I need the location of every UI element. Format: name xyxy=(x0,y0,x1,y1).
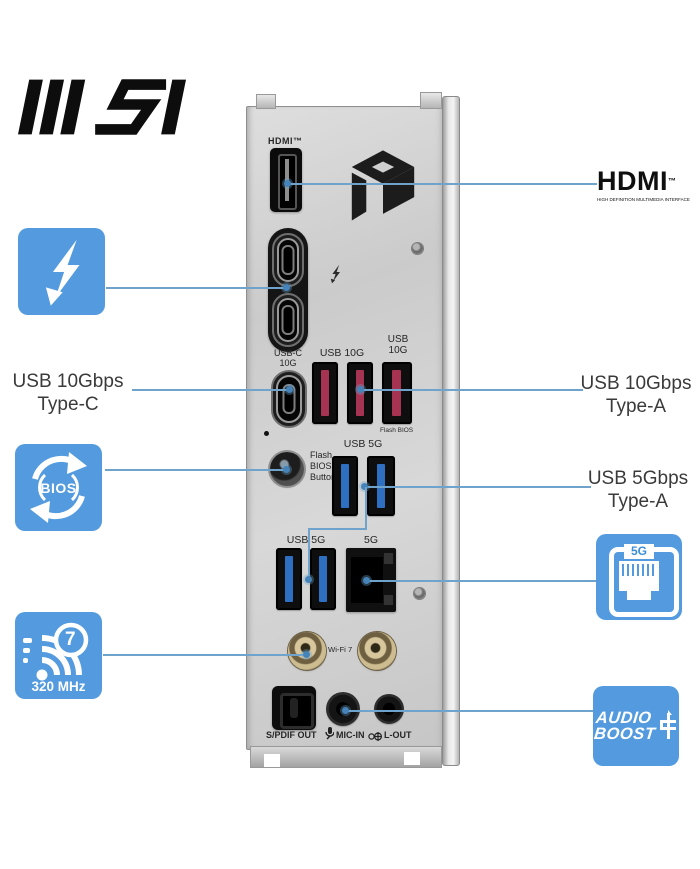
callout-dot-usb5g-lower xyxy=(305,576,312,583)
callout-line-hdmi xyxy=(290,183,597,185)
shield-bottom-notch xyxy=(404,752,420,765)
audio-boost-icon: AUDIO BOOST xyxy=(593,686,679,766)
callout-line-usb5g-typea xyxy=(366,486,591,488)
callout-line-audio xyxy=(347,710,593,712)
spdif-label: S/PDIF OUT xyxy=(266,730,317,740)
callout-dot-lan xyxy=(363,577,370,584)
vent-hole xyxy=(264,431,269,436)
msi-logo-graphic xyxy=(18,79,186,135)
usb-10g-flash-bios-port xyxy=(382,362,412,424)
hdmi-tm: ™ xyxy=(668,176,676,186)
usb-10g-pair-label: USB 10G xyxy=(319,347,365,359)
flash-bios-port-tag: Flash BIOS xyxy=(380,426,414,434)
screw xyxy=(414,588,425,599)
callout-line-usb5g-branch-v1 xyxy=(365,487,367,529)
usb-10g-port-2 xyxy=(347,362,373,424)
callout-dot-thunderbolt xyxy=(283,284,290,291)
hdmi-logo: HDMI™ HIGH DEFINITION MULTIMEDIA INTERFA… xyxy=(597,166,697,207)
audio-boost-wordmark: AUDIO BOOST xyxy=(593,709,657,743)
io-shield-side-rail xyxy=(442,96,460,766)
callout-dot-audio xyxy=(342,707,349,714)
callout-dot-wifi xyxy=(303,651,310,658)
lan-icon-clip xyxy=(627,591,651,600)
callout-line-usb5g-branch-v2 xyxy=(308,529,310,579)
wifi7-number: 7 xyxy=(65,629,76,650)
mic-icon xyxy=(324,726,335,745)
callout-usb10-typec: USB 10Gbps Type-C xyxy=(12,371,124,415)
shield-top-tab xyxy=(420,92,442,109)
callout-dot-usb10g-typea xyxy=(357,386,364,393)
wifi7-band: 320 MHz xyxy=(31,679,86,694)
thunderbolt-port-recess xyxy=(268,228,308,352)
callout-usb10-typea: USB 10Gbps Type-A xyxy=(580,373,692,417)
lan-icon-pins xyxy=(622,564,656,576)
msi-logo xyxy=(18,72,186,142)
thunderbolt-usbc-port-2 xyxy=(272,293,304,347)
io-shield-plate xyxy=(246,106,444,750)
shield-bottom-edge xyxy=(250,746,442,768)
usb-5g-port-4 xyxy=(310,548,336,610)
callout-dot-bios xyxy=(283,466,290,473)
lan-5g-icon: 5G xyxy=(596,534,682,620)
callout-line-wifi xyxy=(103,654,305,656)
callout-line-usb10g-typea xyxy=(361,389,583,391)
callout-line-thunderbolt xyxy=(106,287,286,289)
hdmi-subtitle: HIGH DEFINITION MULTIMEDIA INTERFACE xyxy=(597,197,690,202)
callout-dot-hdmi xyxy=(284,180,291,187)
usb-10g-port-1 xyxy=(312,362,338,424)
callout-line-bios xyxy=(105,469,286,471)
callout-dot-usbc-10g xyxy=(286,386,293,393)
spdif-port xyxy=(272,686,316,730)
usb-5g-port-3 xyxy=(276,548,302,610)
io-panel: HDMI™ xyxy=(244,92,460,774)
usb-5g-upper-label: USB 5G xyxy=(343,438,383,450)
mic-label: MIC-IN xyxy=(336,730,365,740)
flash-bios-button-label: Flash BIOS Button xyxy=(310,450,337,482)
wifi7-icon: 7 320 MHz xyxy=(15,612,102,699)
usb-5g-port-1 xyxy=(332,456,358,516)
lan-port-tab xyxy=(384,553,393,564)
lan-icon-jack xyxy=(619,561,659,591)
bios-flashback-icon: BIOS xyxy=(15,444,102,531)
callout-dot-usb5g-typea xyxy=(361,483,368,490)
headphone-icon xyxy=(368,729,383,747)
callout-line-usbc-10g xyxy=(132,389,289,391)
wifi-label: Wi-Fi 7 xyxy=(328,645,353,654)
lan-port-label: 5G xyxy=(363,534,378,546)
msi-emblem xyxy=(344,148,422,229)
callout-line-lan xyxy=(368,580,596,582)
lan-port-tab xyxy=(384,595,393,605)
screw xyxy=(412,243,423,254)
thunderbolt-usbc-port-1 xyxy=(272,233,304,287)
shield-top-tab xyxy=(256,94,276,109)
shield-bottom-notch xyxy=(264,754,280,767)
hdmi-wordmark: HDMI xyxy=(597,166,668,196)
usbc-10g-port xyxy=(271,370,307,428)
line-out-jack xyxy=(374,694,404,724)
spdif-slot xyxy=(290,698,298,718)
bios-icon-label: BIOS xyxy=(40,479,77,496)
hdmi-port-label: HDMI™ xyxy=(268,136,303,146)
usbc-10g-label: USB-C 10G xyxy=(273,348,302,368)
usb-10g-single-label: USB 10G xyxy=(387,334,409,356)
wifi-antenna-connector-2 xyxy=(358,632,396,670)
lan-icon-label: 5G xyxy=(624,544,654,559)
lineout-label: L-OUT xyxy=(384,730,412,740)
usb-5g-lower-label: USB 5G xyxy=(286,534,326,546)
callout-usb5-typea: USB 5Gbps Type-A xyxy=(587,468,689,512)
callout-line-usb5g-branch-h xyxy=(308,528,367,530)
audio-boost-5-glyph xyxy=(660,710,677,739)
thunderbolt-mark-icon xyxy=(328,262,342,291)
thunderbolt-icon xyxy=(18,228,105,315)
